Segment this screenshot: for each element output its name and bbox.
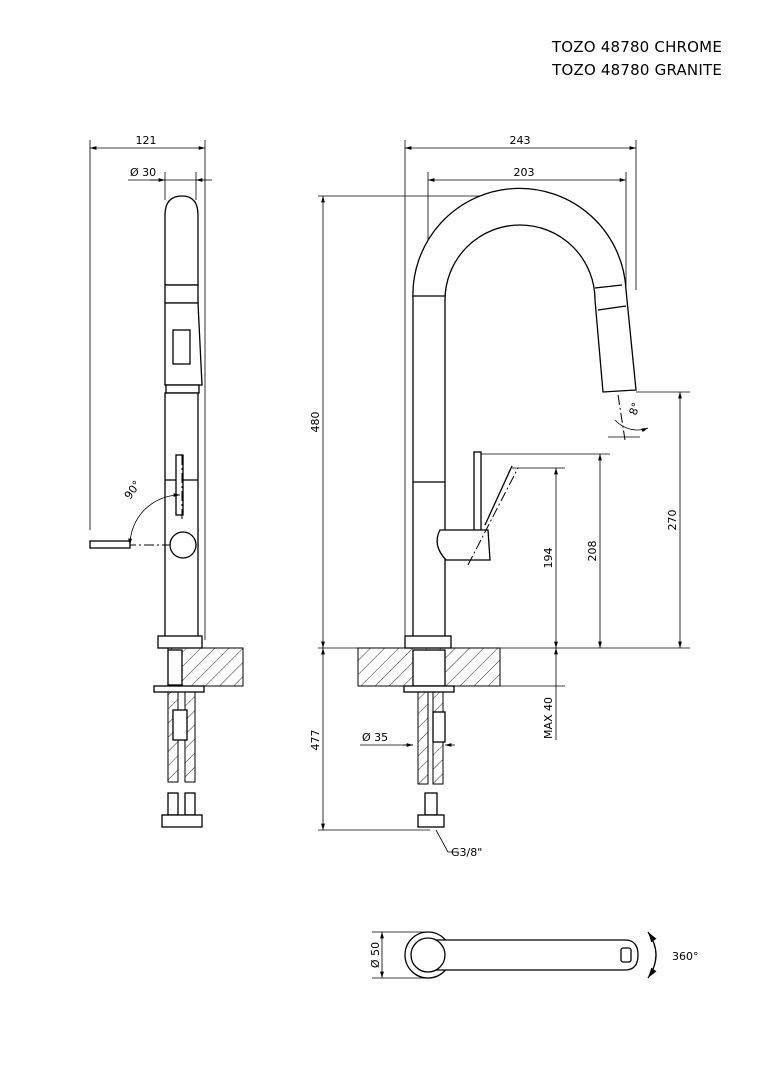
dim-body-height: 194 [542, 548, 555, 569]
dim-side-diameter: Ø 30 [130, 166, 156, 179]
dim-lever-height: 208 [586, 541, 599, 562]
top-view: Ø 50 360° [369, 931, 699, 979]
side-view: 121 Ø 30 90° [89, 134, 244, 828]
dim-thread: G3/8" [451, 846, 482, 859]
dim-rotation: 360° [672, 950, 699, 963]
dim-spout-reach: 203 [514, 166, 535, 179]
dim-below-deck: 477 [309, 730, 322, 751]
front-view: 243 203 480 8° 270 208 194 [309, 134, 690, 859]
dim-side-width: 121 [136, 134, 157, 147]
dim-shank-diameter: Ø 35 [362, 731, 388, 744]
dim-max-deck: MAX 40 [542, 697, 555, 739]
product-title-granite: TOZO 48780 GRANITE [552, 61, 722, 79]
dim-lever-angle: 90° [122, 478, 144, 501]
product-title-chrome: TOZO 48780 CHROME [551, 38, 722, 56]
dim-spray-angle: 8° [627, 401, 643, 417]
dim-total-height: 480 [309, 412, 322, 433]
dim-front-width: 243 [510, 134, 531, 147]
dim-spout-height: 270 [666, 510, 679, 531]
dim-base-diameter: Ø 50 [369, 942, 382, 968]
